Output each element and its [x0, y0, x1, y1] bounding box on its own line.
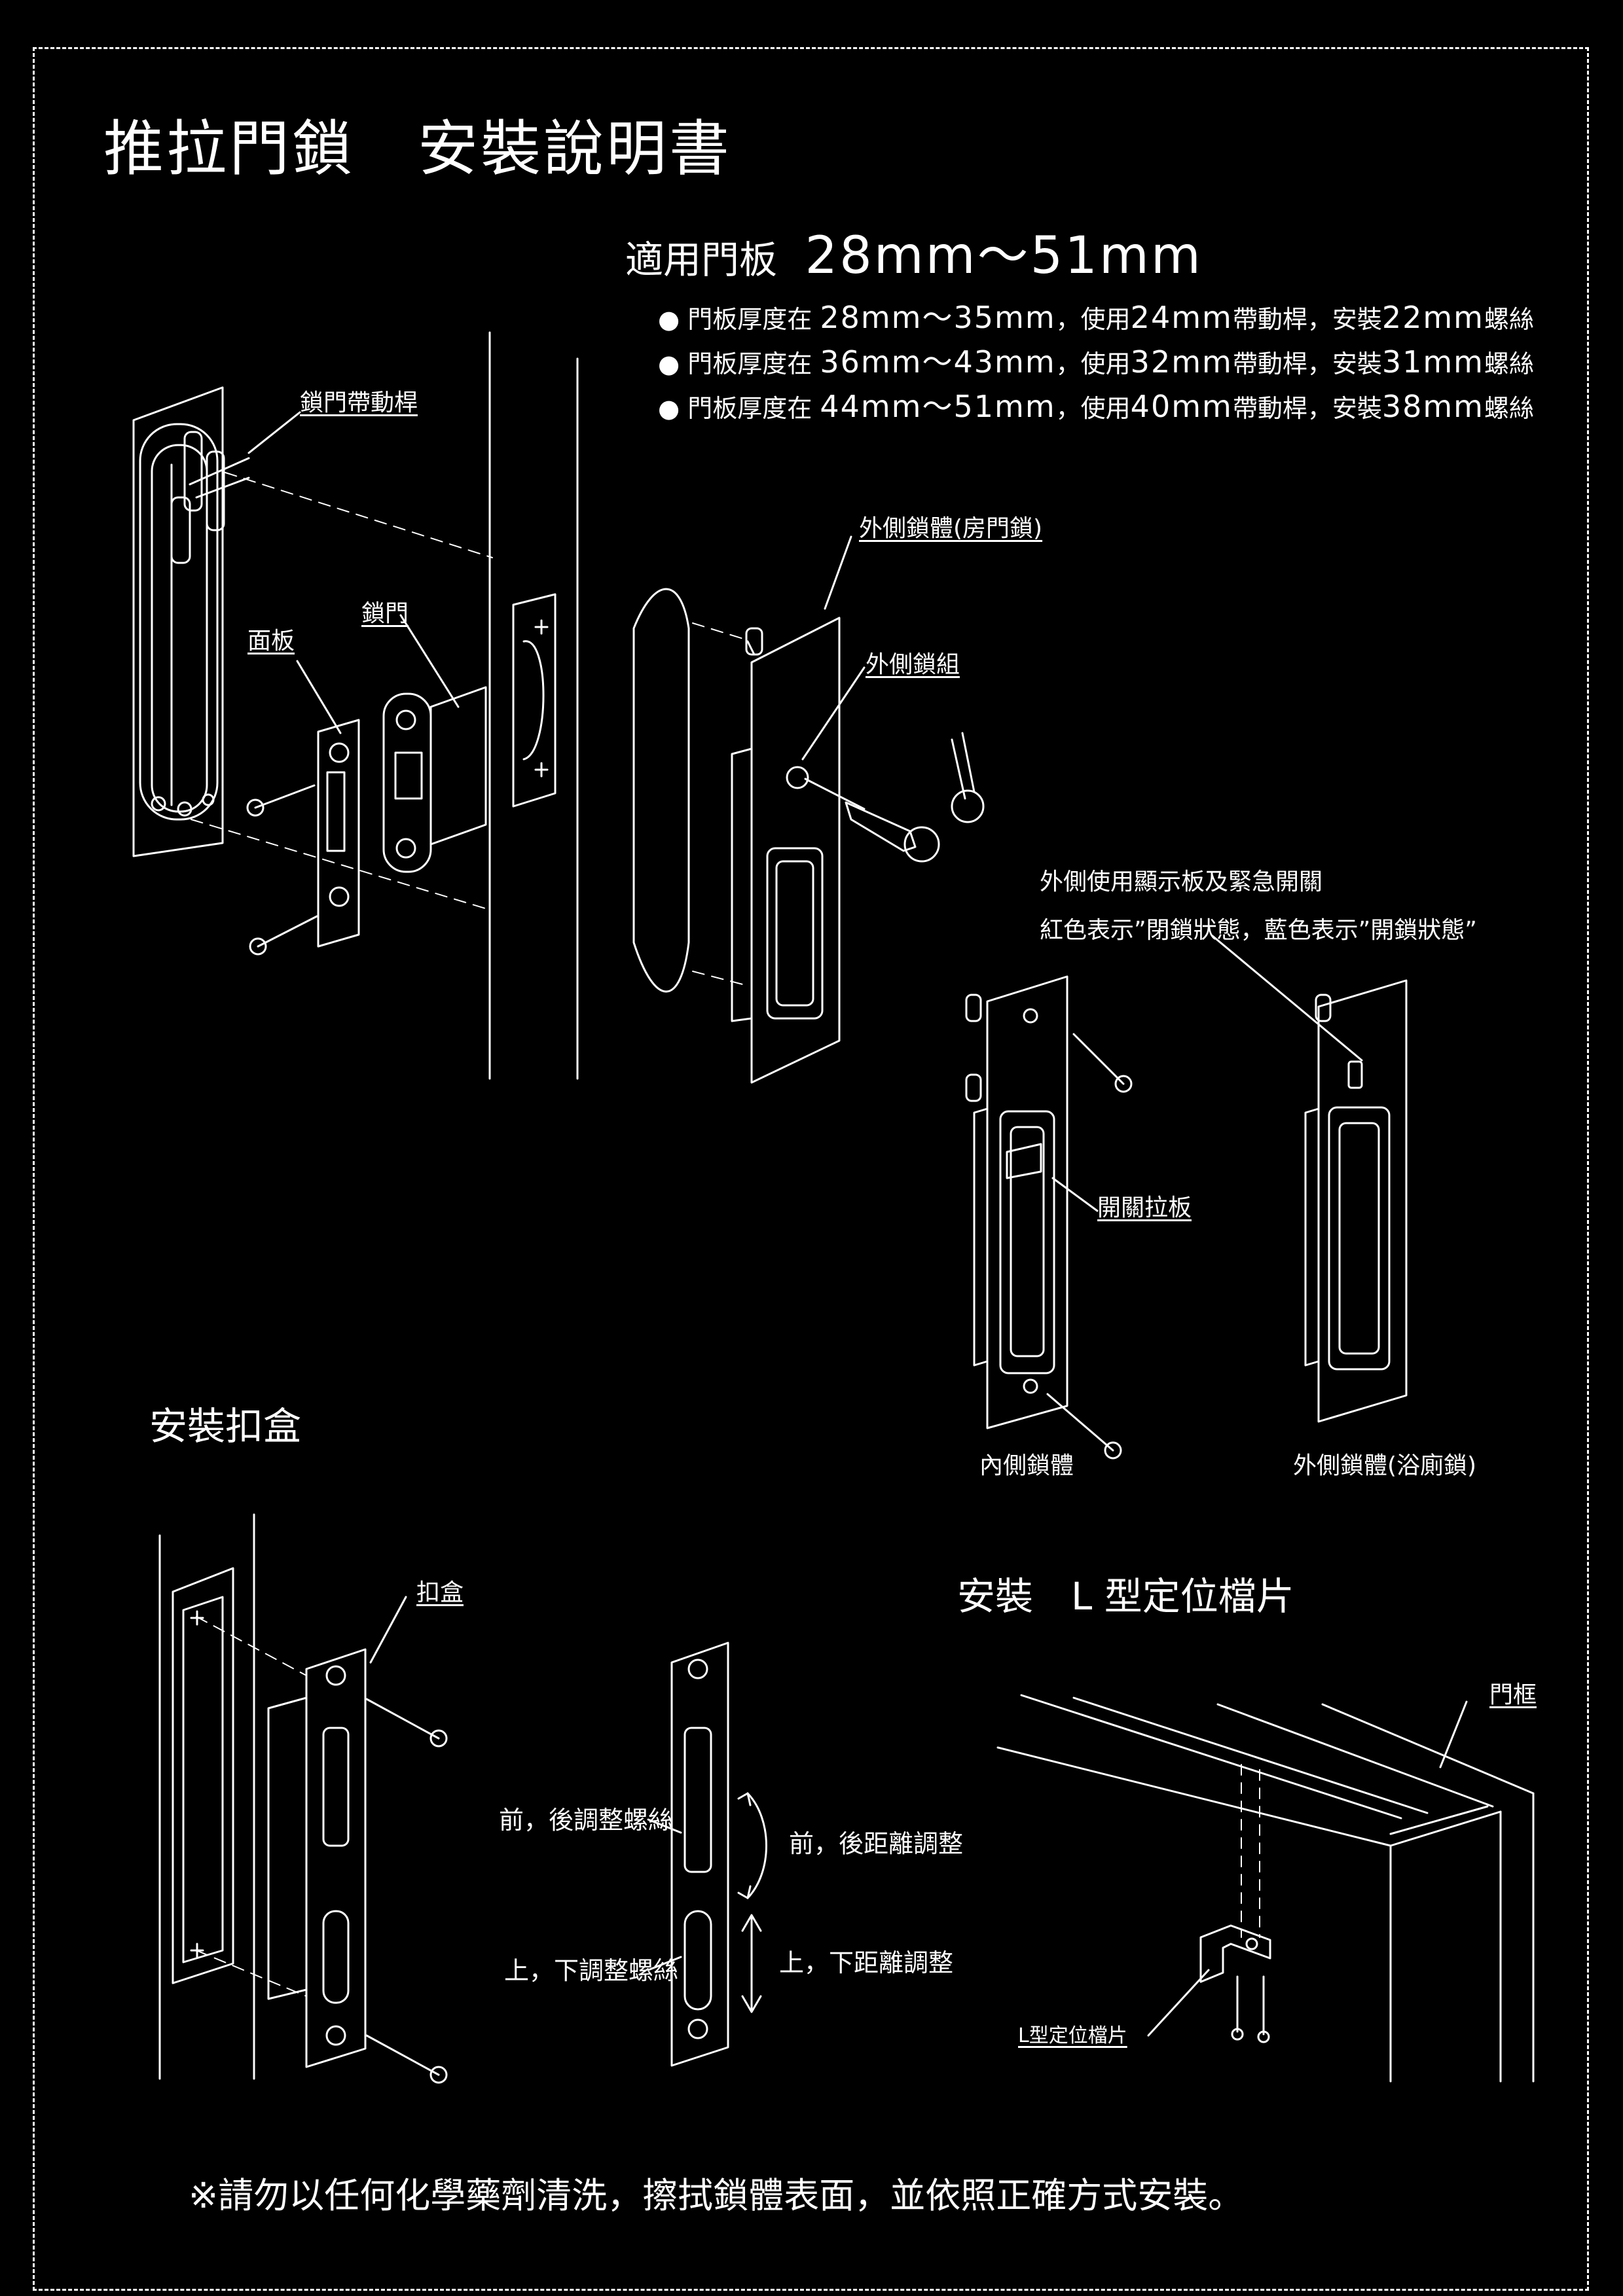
spec-row: ● 門板厚度在 28mm～35mm，使用24mm帶動桿，安裝22mm螺絲 — [658, 300, 1535, 335]
l-bracket-icon — [1148, 1926, 1270, 2036]
label-inner-body: 內側鎖體 — [979, 1452, 1074, 1479]
drive-rod-icon — [172, 412, 300, 563]
dashed-border — [33, 47, 1589, 2291]
outer-lock-body-room — [732, 537, 851, 1083]
label-outer-body-room: 外側鎖體(房門鎖) — [859, 515, 1043, 542]
spec-row: ● 門板厚度在 44mm～51mm，使用40mm帶動桿，安裝38mm螺絲 — [658, 389, 1535, 424]
adjust-arrow-icon — [739, 1793, 767, 2012]
indicator-leader — [1213, 936, 1362, 1060]
label-fb-adjust: 前，後距離調整 — [789, 1829, 964, 1858]
key-cylinder-icon — [787, 668, 864, 809]
label-indicator-colors: 紅色表示”閉鎖狀態，藍色表示”開鎖狀態” — [1040, 917, 1477, 944]
caution-note: ※請勿以任何化學藥劑清洗，擦拭鎖體表面，並依照正確方式安裝。 — [189, 2175, 1244, 2216]
inner-lock-body — [966, 977, 1131, 1458]
door-jamb-lines — [160, 1515, 254, 2079]
label-ud-screw: 上，下調整螺絲 — [504, 1956, 679, 1985]
label-switch-plate: 開關拉板 — [1097, 1194, 1192, 1221]
fit-label: 適用門板 — [625, 238, 778, 282]
dashed-guides — [1241, 1765, 1260, 1937]
dashed-guides — [191, 473, 748, 986]
label-outer-body-bath: 外側鎖體(浴廁鎖) — [1293, 1452, 1477, 1479]
label-fb-screw: 前，後調整螺絲 — [499, 1806, 674, 1835]
door-edge-lines — [490, 332, 577, 1079]
screw-icon — [367, 1699, 447, 2083]
label-indicator: 外側使用顯示板及緊急開關 — [1040, 869, 1323, 895]
screw-icon — [1232, 1977, 1269, 2042]
strike-box — [268, 1597, 406, 2067]
spec-row: ● 門板厚度在 36mm～43mm，使用32mm帶動桿，安裝31mm螺絲 — [658, 344, 1535, 380]
section-install-l: 安裝 L 型定位檔片 — [957, 1574, 1294, 1619]
label-faceplate: 面板 — [247, 628, 295, 655]
label-l-piece: L型定位檔片 — [1018, 2024, 1127, 2047]
strike-plate-top — [513, 594, 555, 806]
faceplate — [297, 661, 359, 946]
label-outer-cylinder: 外側鎖組 — [866, 651, 960, 678]
latch-mechanism — [384, 615, 486, 872]
key-icon — [846, 733, 983, 861]
dashed-guides — [196, 1617, 306, 1996]
label-strike-box: 扣盒 — [416, 1579, 464, 1606]
section-install-strike: 安裝扣盒 — [149, 1404, 302, 1448]
fit-range: 適用門板 28mm～51mm — [625, 230, 1203, 281]
label-door-frame: 門框 — [1489, 1681, 1537, 1708]
page-title: 推拉門鎖 安裝說明書 — [103, 114, 733, 184]
mortise-cutout — [634, 589, 689, 992]
jamb-cutout — [173, 1568, 233, 1983]
label-drive-rod: 鎖門帶動桿 — [300, 389, 418, 416]
screw-icon — [247, 785, 317, 954]
label-latch: 鎖門 — [361, 600, 409, 627]
inner-lock-body — [134, 387, 223, 856]
door-frame — [998, 1695, 1533, 2081]
fit-value: 28mm～51mm — [805, 226, 1203, 285]
outer-lock-body-bath — [1305, 980, 1406, 1422]
label-ud-adjust: 上，下距離調整 — [779, 1948, 954, 1977]
strike-plate-adjust — [648, 1643, 728, 2066]
